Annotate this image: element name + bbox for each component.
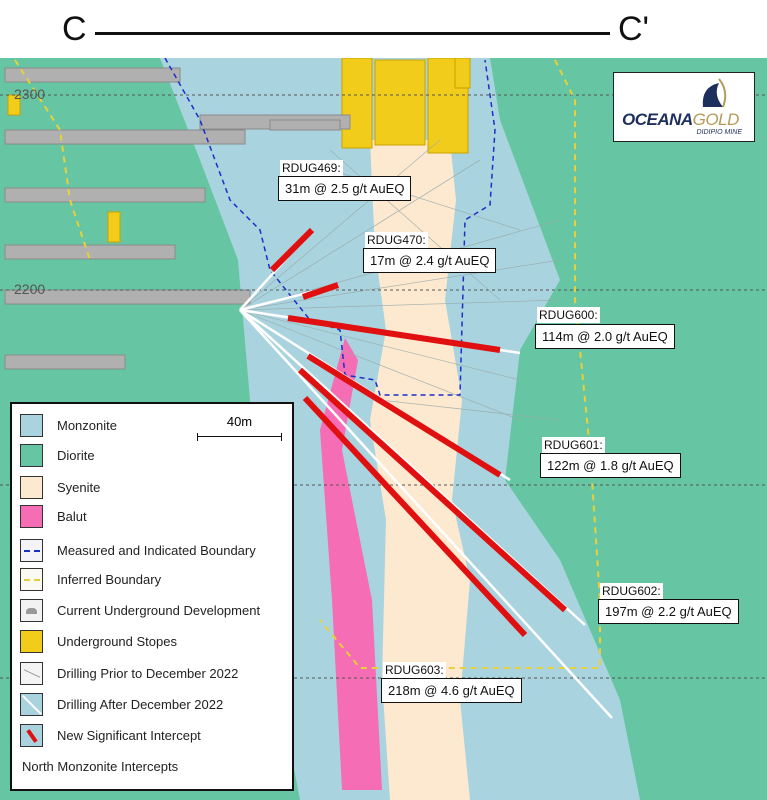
significant-intercepts [269, 227, 568, 638]
hole-label-rdug601: RDUG601: [542, 437, 605, 453]
intercept-box-rdug470: 17m @ 2.4 g/t AuEQ [363, 248, 497, 273]
logo-sail-icon [702, 78, 727, 108]
level-label-2300: 2300 [14, 86, 46, 102]
intercept-rdug603 [302, 395, 528, 638]
hole-label-rdug600: RDUG600: [537, 307, 600, 323]
legend-mi-boundary: Measured and Indicated Boundary [20, 537, 256, 563]
legend-label: Drilling Prior to December 2022 [57, 665, 239, 681]
red-intercept-icon [20, 723, 43, 747]
legend-new-drilling: Drilling After December 2022 [20, 691, 223, 717]
intercept-rdug601 [306, 353, 502, 478]
legend-label: Balut [57, 508, 87, 524]
legend-label: Inferred Boundary [57, 571, 162, 587]
intercept-box-rdug469: 31m @ 2.5 g/t AuEQ [278, 176, 412, 201]
hole-label-rdug470: RDUG470: [365, 232, 428, 248]
dashed-blue-line-icon [20, 538, 43, 562]
hole-label-rdug469: RDUG469: [280, 160, 343, 176]
intercept-box-rdug602: 197m @ 2.2 g/t AuEQ [598, 599, 739, 624]
logo-brand: OCEANAGOLD [622, 110, 739, 129]
intercept-box-rdug603: 218m @ 4.6 g/t AuEQ [381, 678, 522, 703]
legend-inferred-boundary: Inferred Boundary [20, 566, 161, 592]
logo-subtitle: DIDIPIO MINE [696, 129, 742, 136]
oceanagold-logo: OCEANAGOLD DIDIPIO MINE [613, 72, 755, 142]
legend-label: Underground Stopes [57, 633, 177, 649]
legend-syenite: Syenite [20, 474, 100, 500]
scale-label: 40m [226, 414, 253, 429]
legend-development: Current Underground Development [20, 597, 260, 623]
underground-development [4, 67, 351, 370]
tunnel-icon [20, 598, 43, 622]
diorite-swatch [20, 443, 43, 467]
syenite-swatch [20, 475, 43, 499]
level-label-2200: 2200 [14, 281, 46, 297]
hole-label-rdug602: RDUG602: [600, 583, 663, 599]
intercept-box-rdug600: 114m @ 2.0 g/t AuEQ [535, 324, 675, 349]
balut-area [320, 338, 382, 790]
section-header: C C' [0, 0, 767, 58]
legend-balut: Balut [20, 503, 87, 529]
legend-intercept: New Significant Intercept [20, 722, 201, 748]
balut-swatch [20, 504, 43, 528]
intercept-rdug469 [269, 227, 315, 273]
legend-label: Diorite [57, 447, 95, 463]
legend-label: Measured and Indicated Boundary [57, 542, 256, 558]
legend-label: Current Underground Development [57, 602, 261, 618]
legend-label: Monzonite [57, 417, 117, 433]
legend: 40m Monzonite Diorite Syenite Balut Meas… [10, 402, 294, 791]
legend-diorite: Diorite [20, 442, 95, 468]
intercept-rdug602 [297, 367, 568, 613]
legend-label: Syenite [57, 479, 101, 495]
legend-monzonite: Monzonite [20, 412, 117, 438]
intercept-rdug470 [302, 282, 339, 300]
scale-bar: 40m [197, 414, 282, 441]
section-start-label: C [62, 10, 87, 48]
legend-label: Drilling After December 2022 [57, 696, 224, 712]
hole-label-rdug603: RDUG603: [383, 662, 446, 678]
stopes [7, 58, 471, 243]
intercept-box-rdug601: 122m @ 1.8 g/t AuEQ [540, 453, 681, 478]
section-end-label: C' [618, 10, 650, 48]
legend-stopes: Underground Stopes [20, 628, 177, 654]
monzonite-swatch [20, 413, 43, 437]
legend-label: New Significant Intercept [57, 727, 201, 743]
section-line [95, 32, 610, 35]
dashed-yellow-line-icon [20, 567, 43, 591]
stope-icon [20, 629, 43, 653]
grey-line-icon [20, 661, 43, 685]
legend-prior-drilling: Drilling Prior to December 2022 [20, 660, 238, 686]
intercept-rdug600 [287, 315, 501, 353]
inferred-boundary [14, 59, 601, 669]
legend-footer: North Monzonite Intercepts [22, 759, 179, 774]
white-line-icon [20, 692, 43, 716]
